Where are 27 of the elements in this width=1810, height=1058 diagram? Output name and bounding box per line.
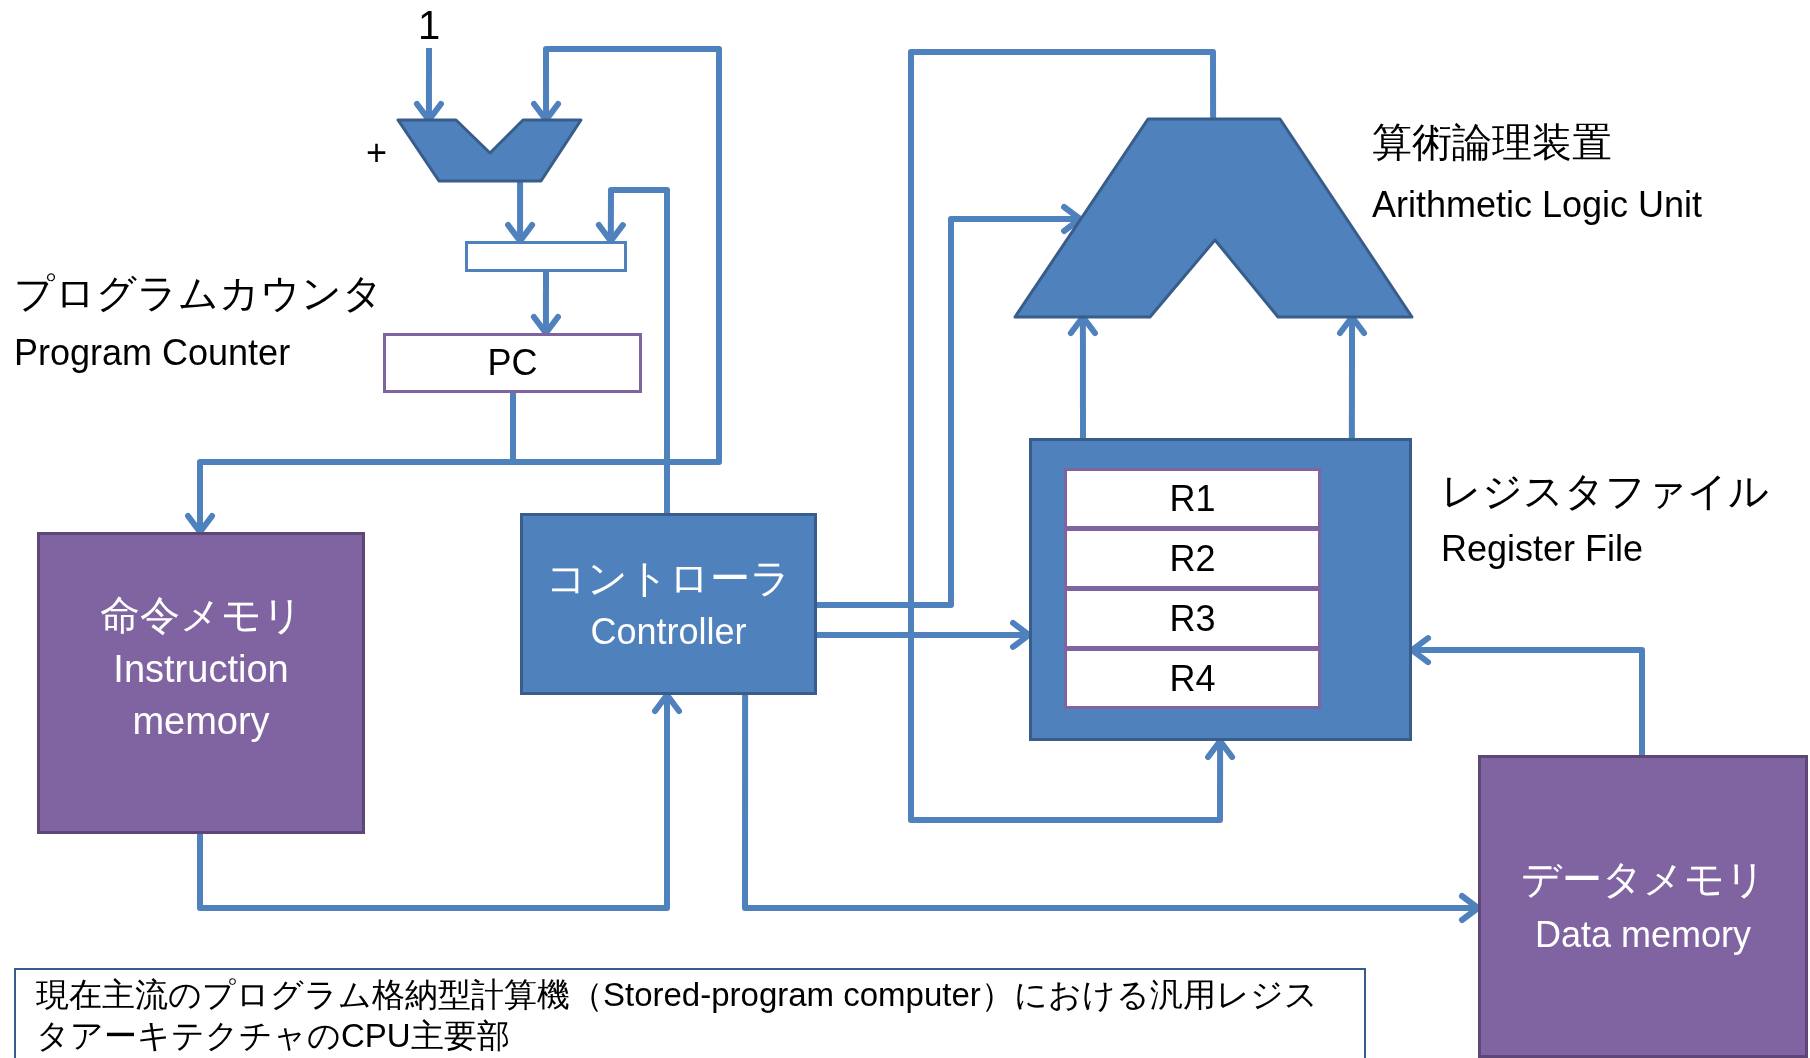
component-name-en: Register File (1441, 527, 1644, 571)
title-en: Controller (590, 610, 747, 654)
arrow (595, 187, 670, 513)
component-name-en: Program Counter (14, 331, 291, 375)
register-name: PC (487, 341, 538, 385)
title-en: Instruction memory (112, 647, 290, 744)
component-name-ja: レジスタファイル (1441, 468, 1769, 515)
title-ja: データメモリ (1520, 855, 1766, 903)
title-ja: コントローラ (546, 555, 791, 602)
program-counter-box (383, 333, 642, 393)
title-en: Data memory (1534, 912, 1752, 957)
memory-box (37, 532, 365, 834)
component-name-en: Arithmetic Logic Unit (1372, 183, 1703, 227)
component-name-ja: プログラムカウンタ (14, 270, 383, 317)
caption-text: 現在主流のプログラム格納型計算機（Stored-program computer）における汎用レジスタアーキテクチャのCPU主要部 (36, 975, 1319, 1056)
input-label: 1 (410, 2, 448, 48)
register-slot: R2 (1064, 528, 1321, 589)
controller-box (520, 513, 817, 695)
title-ja: 命令メモリ (99, 592, 303, 639)
plus-sign: + (366, 131, 388, 175)
register-file-box (1029, 438, 1412, 741)
memory-box (1478, 755, 1808, 1058)
register-slot: R4 (1064, 648, 1321, 709)
register-slot: R3 (1064, 588, 1321, 649)
register-slot: R1 (1064, 468, 1321, 529)
component-name-ja: 算術論理装置 (1372, 119, 1612, 166)
multiplexer-box (465, 241, 627, 272)
